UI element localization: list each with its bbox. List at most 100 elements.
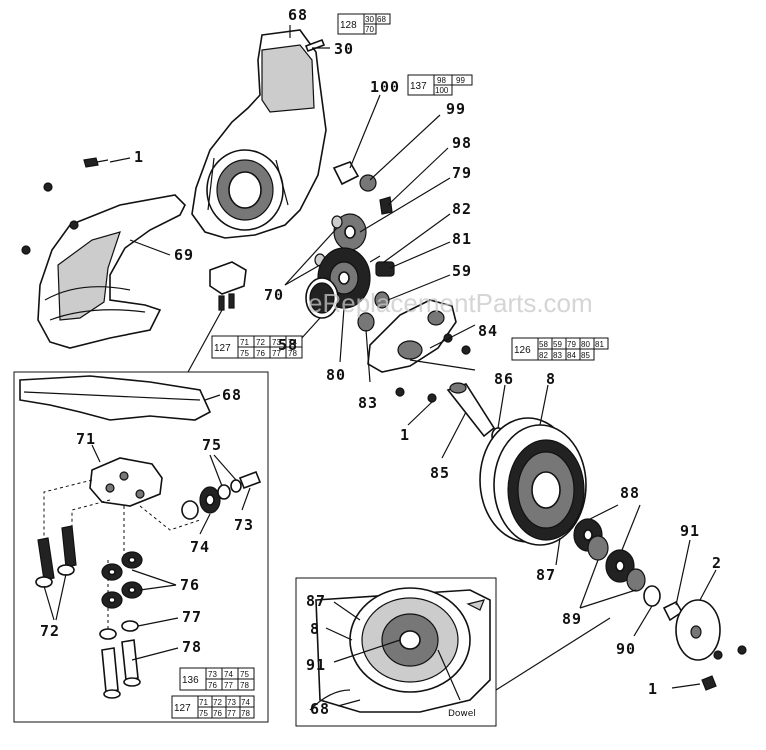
kit-box-126: 126 58 59 79 80 81 82 83 84 85 <box>511 337 609 361</box>
inset-box-left <box>13 371 269 723</box>
washer-part-77-b <box>121 620 139 632</box>
callout-89: 89 <box>562 610 582 628</box>
callout-84: 84 <box>478 322 498 340</box>
screw-part-1-h <box>737 645 747 655</box>
washer-part-75-a <box>217 484 231 500</box>
block-part-100 <box>332 161 360 186</box>
detail-callout-87: 87 <box>306 592 326 610</box>
kit-136-part-1: 73 <box>208 670 217 679</box>
callout-labels: 68 30 100 99 98 79 82 81 59 84 1 69 70 5… <box>40 6 722 719</box>
kit-127-bottom-part-4: 74 <box>241 698 250 707</box>
kit-127-bottom-part-2: 72 <box>213 698 222 707</box>
kit-126-part-3: 79 <box>567 340 576 349</box>
callout-58: 58 <box>278 336 298 354</box>
callout-100: 100 <box>370 78 400 96</box>
screw-part-1-c <box>69 220 79 230</box>
callout-76: 76 <box>180 576 200 594</box>
kit-126-part-7: 83 <box>553 351 562 360</box>
kit-137-part-2: 99 <box>456 76 465 85</box>
washer-part-90 <box>643 585 661 607</box>
kit-box-127-top: 127 71 72 73 74 75 76 77 78 <box>211 335 303 359</box>
kit-127-top-part-2: 72 <box>256 338 265 347</box>
callout-99: 99 <box>446 100 466 118</box>
callout-2: 2 <box>712 554 722 572</box>
inset-callout-68: 68 <box>222 386 242 404</box>
callout-1-b: 1 <box>400 426 410 444</box>
detail-callout-91: 91 <box>306 656 326 674</box>
callout-68-top: 68 <box>288 6 308 24</box>
watermark: eReplacementParts.com <box>308 288 593 318</box>
kit-136-part-6: 78 <box>240 681 249 690</box>
bearing-part-76-c <box>101 591 123 609</box>
spring-part-70-a <box>331 215 343 229</box>
callout-77: 77 <box>182 608 202 626</box>
callout-69: 69 <box>174 246 194 264</box>
kit-127-bottom-part-6: 76 <box>213 709 222 718</box>
kit-127-top-part-3: 73 <box>272 338 281 347</box>
kit-128-id: 128 <box>340 20 357 31</box>
callout-98: 98 <box>452 134 472 152</box>
cover-part-2 <box>675 599 721 661</box>
screw-part-84-b <box>461 345 471 355</box>
pin-part-73 <box>238 470 262 490</box>
callout-83: 83 <box>358 394 378 412</box>
callout-82: 82 <box>452 200 472 218</box>
bearing-part-76-d <box>121 581 143 599</box>
kit-127-top-id: 127 <box>214 343 231 354</box>
screw-part-1-d <box>21 245 31 255</box>
kit-126-part-1: 58 <box>539 340 548 349</box>
screw-part-1-f <box>427 393 437 403</box>
kit-137-id: 137 <box>410 81 427 92</box>
callout-8: 8 <box>546 370 556 388</box>
kit-127-bottom-part-5: 75 <box>199 709 208 718</box>
kit-128-part-1: 30 <box>365 15 374 24</box>
kit-127-top-part-8: 78 <box>288 349 297 358</box>
guard-part-69 <box>37 194 186 349</box>
kit-126-part-6: 82 <box>539 351 548 360</box>
inset-box-detail <box>295 577 497 727</box>
kit-126-part-2: 59 <box>553 340 562 349</box>
callout-74: 74 <box>190 538 210 556</box>
washer-part-89-b <box>626 568 646 592</box>
screw-part-72-a <box>35 537 55 588</box>
bearing-part-76-b <box>121 551 143 569</box>
kit-box-136: 136 73 74 75 76 77 78 <box>179 667 255 691</box>
kit-127-bottom-part-1: 71 <box>199 698 208 707</box>
callout-59: 59 <box>452 262 472 280</box>
gear-part-81 <box>369 255 395 277</box>
callout-88: 88 <box>620 484 640 502</box>
kit-136-id: 136 <box>182 675 199 686</box>
kit-127-bottom-part-3: 73 <box>227 698 236 707</box>
callout-87: 87 <box>536 566 556 584</box>
pin-part-30 <box>304 38 326 53</box>
bearing-part-76-a <box>101 563 123 581</box>
callout-73: 73 <box>234 516 254 534</box>
bearing-part-74 <box>181 486 221 520</box>
kit-136-part-3: 75 <box>240 670 249 679</box>
kit-136-part-2: 74 <box>224 670 233 679</box>
ring-part-58 <box>305 277 339 319</box>
kit-127-bottom-part-7: 77 <box>227 709 236 718</box>
screw-part-1-b <box>43 182 53 192</box>
leader-lines-main <box>109 25 717 689</box>
callout-80: 80 <box>326 366 346 384</box>
callout-71: 71 <box>76 430 96 448</box>
kit-126-part-9: 85 <box>581 351 590 360</box>
kit-127-top-part-6: 76 <box>256 349 265 358</box>
kit-box-127-bottom: 127 71 72 73 74 75 76 77 78 <box>171 695 255 719</box>
kit-127-bottom-part-8: 78 <box>241 709 250 718</box>
kit-137-part-1: 98 <box>437 76 446 85</box>
screw-part-1-e <box>395 387 405 397</box>
star-washer-part-88-b <box>605 549 635 583</box>
callout-91: 91 <box>680 522 700 540</box>
detail-callout-dowel: Dowel <box>448 709 476 719</box>
housing-part-68 <box>191 29 327 239</box>
plate-part-84 <box>367 299 457 373</box>
washer-part-77-a <box>99 628 117 640</box>
kit-137-part-3: 100 <box>435 86 449 95</box>
callout-81: 81 <box>452 230 472 248</box>
callout-85: 85 <box>430 464 450 482</box>
kit-136-part-5: 77 <box>224 681 233 690</box>
leader-lines-inset <box>43 444 251 661</box>
